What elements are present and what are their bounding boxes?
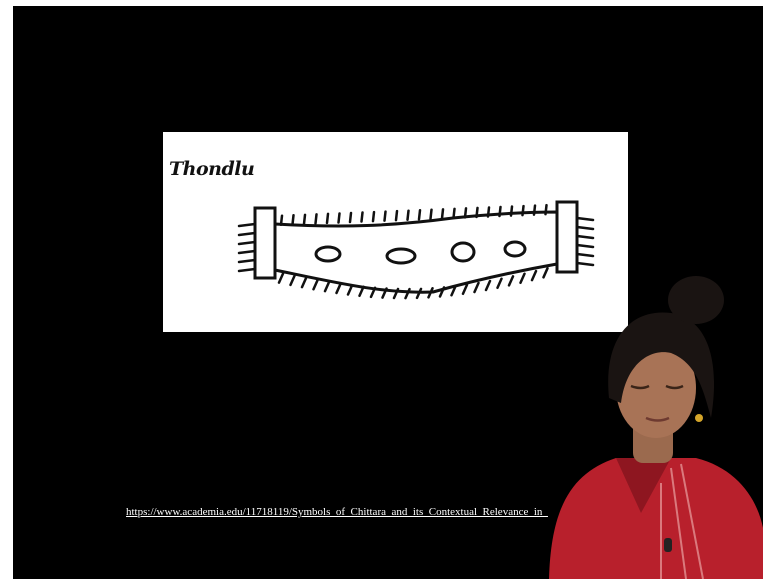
source-link[interactable]: https://www.academia.edu/11718119/Symbol… bbox=[126, 506, 566, 518]
right-end-block bbox=[557, 202, 577, 272]
presenter-video-overlay bbox=[521, 268, 763, 579]
left-fringe bbox=[239, 224, 255, 271]
right-fringe bbox=[577, 218, 593, 265]
lecture-slide: Thondlu https://www.academia.ed bbox=[13, 6, 763, 579]
left-end-block bbox=[255, 208, 275, 278]
